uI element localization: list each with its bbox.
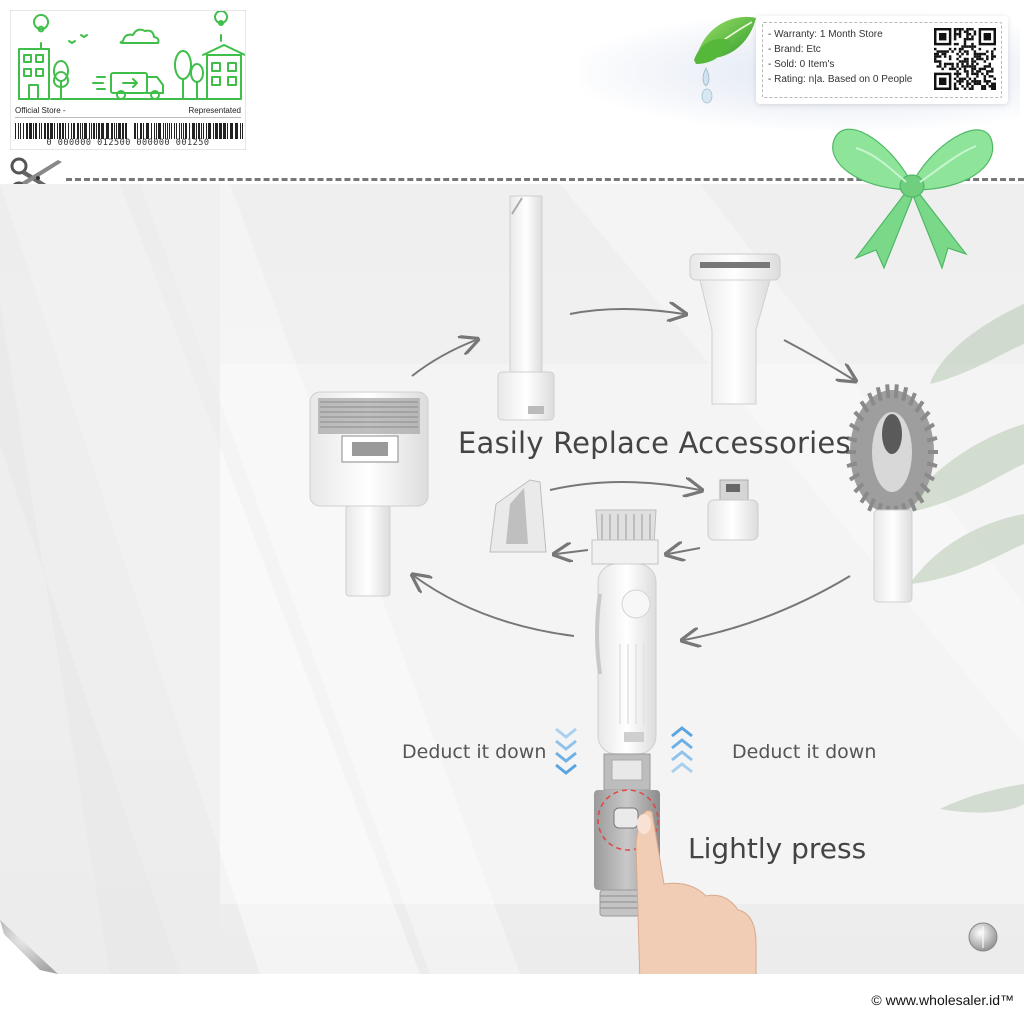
metal-knob-icon [968, 922, 998, 952]
green-ribbon-bow-icon [832, 128, 994, 270]
info-card-dashed-border [762, 22, 1002, 98]
barcode-number: 0 000000 012500 000000 001250 [46, 138, 210, 148]
square-mite-head [309, 391, 429, 597]
deduct-right-label: Deduct it down [732, 741, 877, 763]
info-lines: - Warranty: 1 Month Store - Brand: Etc -… [768, 27, 912, 87]
cut-line [66, 178, 1024, 181]
product-info-card: - Warranty: 1 Month Store - Brand: Etc -… [756, 16, 1008, 104]
cycle-arrows [412, 309, 854, 640]
headline: Easily Replace Accessories [458, 426, 851, 460]
sold-line: - Sold: 0 Item's [768, 59, 835, 70]
product-scene: Easily Replace Accessories Deduct it dow… [0, 184, 1024, 974]
trimmer-handle [591, 509, 757, 974]
up-chevrons [671, 726, 693, 774]
plant-leaves [900, 304, 1024, 813]
lightly-press-label: Lightly press [688, 832, 867, 865]
scene-artwork [0, 184, 1024, 974]
copyright-link[interactable]: © www.wholesaler.id™ [871, 992, 1014, 1008]
qr-code-icon[interactable] [934, 28, 996, 90]
deduct-left-label: Deduct it down [402, 741, 547, 763]
crevice-nozzle [497, 195, 555, 421]
warranty-line: - Warranty: 1 Month Store [768, 29, 883, 40]
down-chevrons [555, 727, 577, 775]
barcode [15, 123, 243, 139]
brand-line: - Brand: Etc [768, 44, 821, 55]
leaf-water-drop-icon [694, 16, 756, 104]
page-curl-icon [0, 920, 58, 974]
store-illustration [18, 11, 245, 100]
official-store-label: Official Store - [15, 106, 66, 115]
representated-label: Representated [188, 106, 241, 115]
store-label-row: Official Store - Representated [15, 104, 241, 118]
comb-brush [846, 384, 938, 603]
footer [0, 974, 1024, 1024]
official-store-badge: Official Store - Representated 0 000000 … [10, 10, 246, 150]
cutter-blade [489, 479, 547, 553]
rating-line: - Rating: n|a. Based on 0 People [768, 74, 913, 85]
small-nozzle [707, 479, 759, 541]
wide-brush-head [689, 253, 781, 405]
